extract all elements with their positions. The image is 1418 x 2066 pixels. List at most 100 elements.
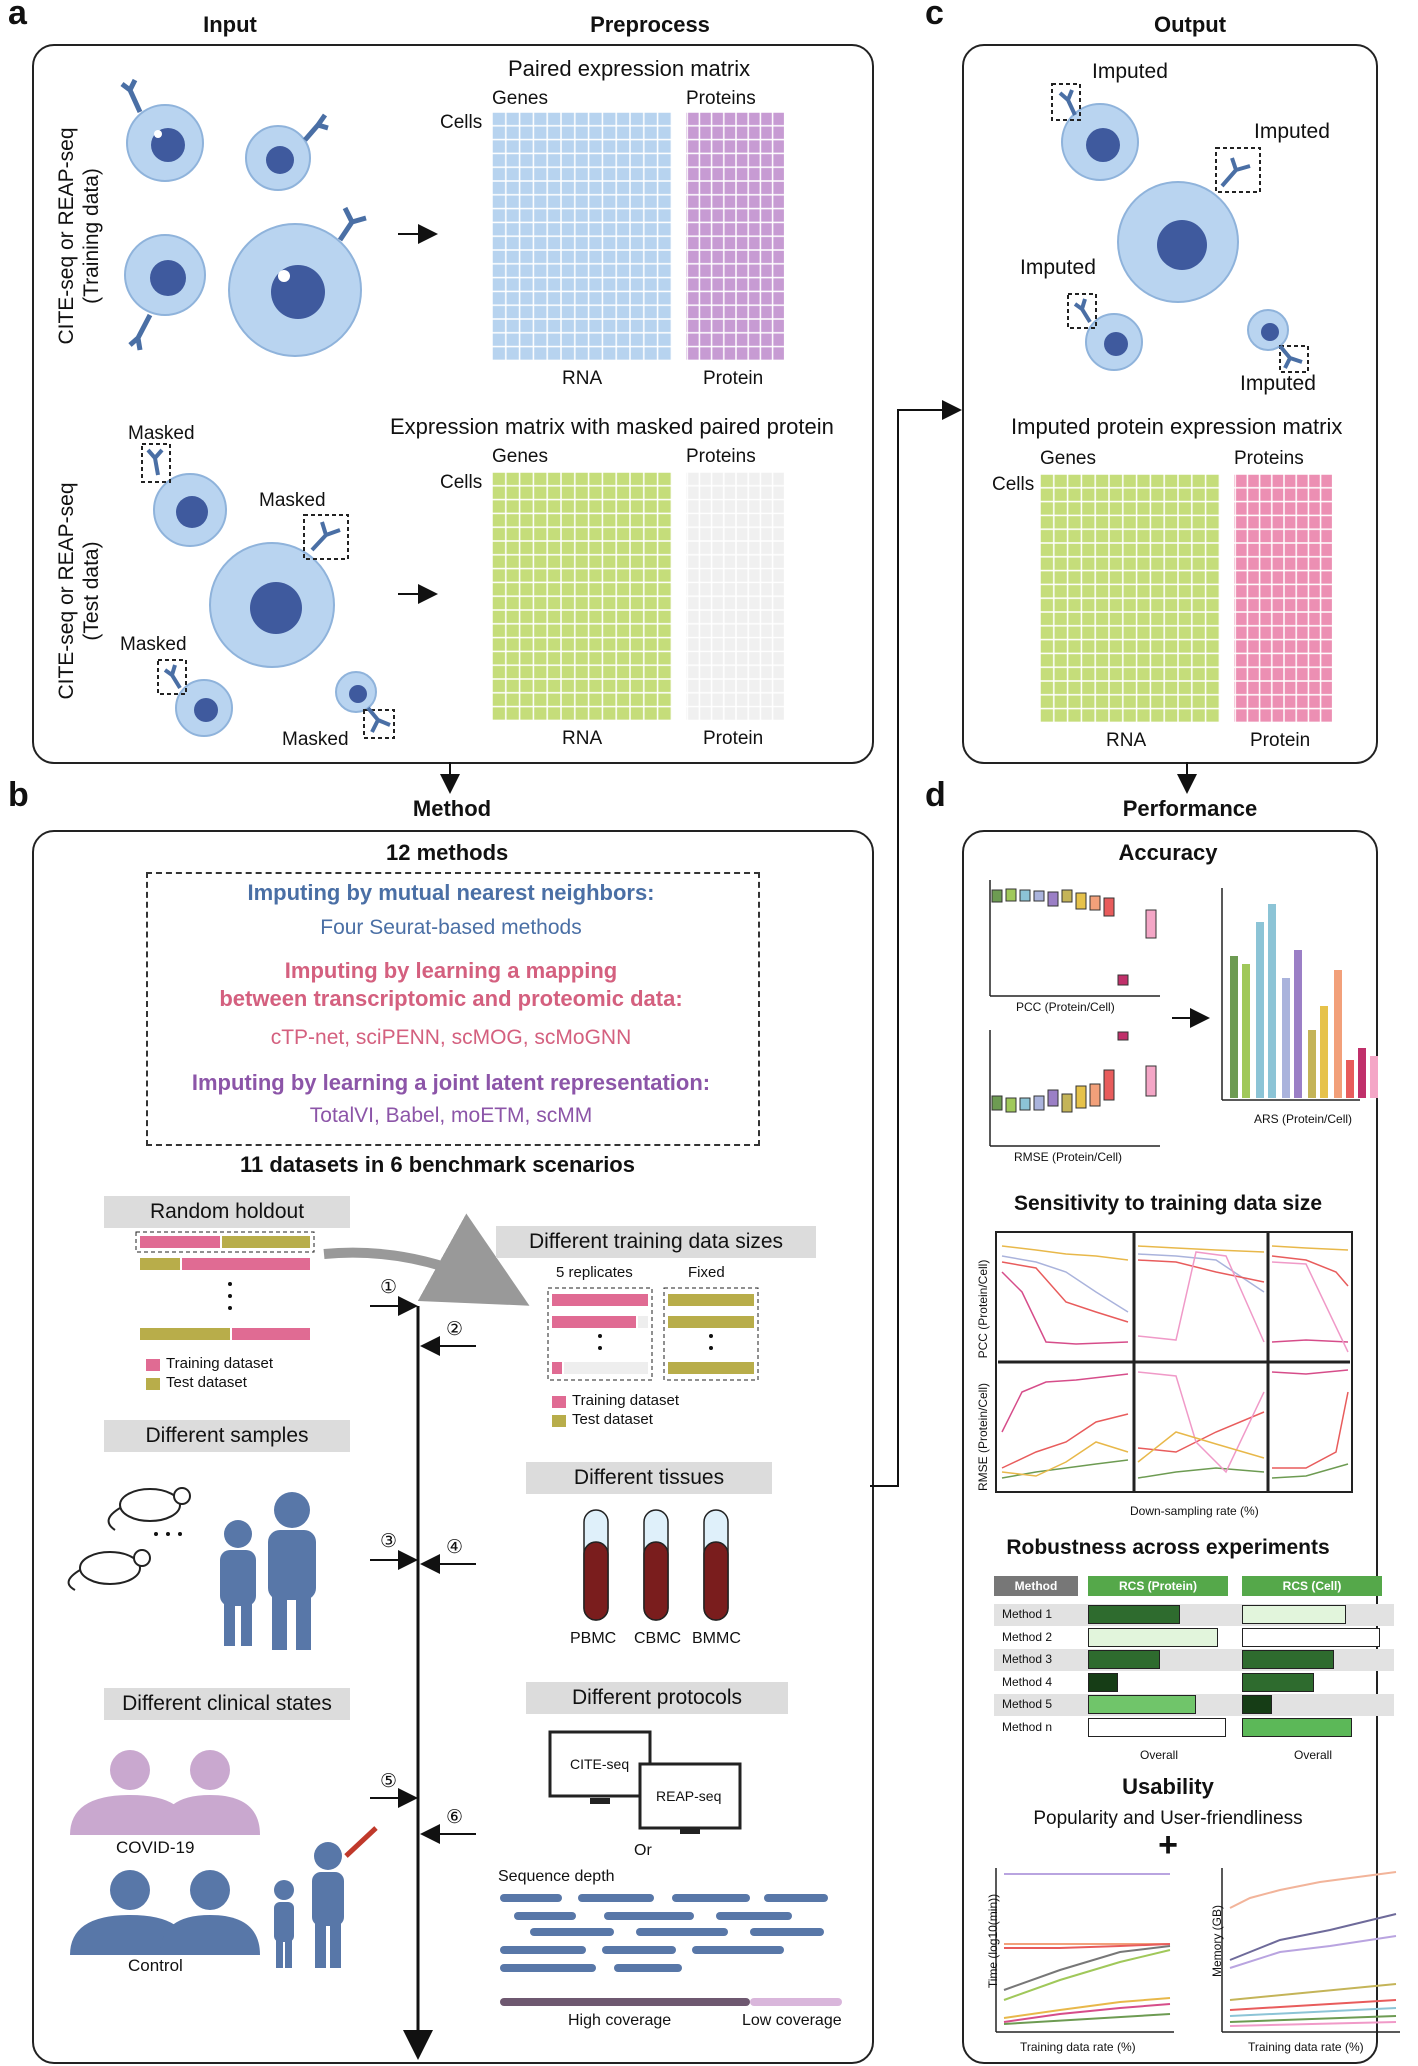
- robustness-method-label: Method 4: [1002, 1674, 1053, 1689]
- covid-label: COVID-19: [116, 1838, 195, 1857]
- legend2-training-label: Training dataset: [572, 1392, 680, 1409]
- method-categories-box: [146, 872, 760, 1146]
- header-preprocess: Preprocess: [590, 12, 710, 37]
- rcs-cell-bar: [1242, 1695, 1272, 1714]
- high-coverage-bar: [500, 1998, 750, 2006]
- rcs-protein-header: RCS (Protein): [1088, 1576, 1228, 1596]
- memory-axis-label: Memory (GB): [1210, 1905, 1224, 1977]
- scenario-different-samples: Different samples: [104, 1420, 350, 1452]
- protein-label-2: Protein: [703, 728, 764, 749]
- legend2-training-swatch: [552, 1396, 566, 1408]
- imputed-label-1: Imputed: [1092, 60, 1168, 83]
- step-4: ④: [446, 1537, 464, 1558]
- low-coverage-label: Low coverage: [742, 2012, 842, 2029]
- control-patients-icon: [70, 1870, 260, 1955]
- scenario-training-sizes: Different training data sizes: [496, 1226, 816, 1258]
- legend2-test-swatch: [552, 1415, 566, 1427]
- masked-label-1: Masked: [128, 423, 195, 444]
- robustness-method-label: Method 3: [1002, 1652, 1053, 1666]
- n-methods-title: 12 methods: [386, 840, 509, 865]
- samples-illustration: [67, 1487, 316, 1650]
- usability-title: Usability: [1122, 1774, 1214, 1799]
- panel-letter-c: c: [925, 0, 944, 32]
- rcs-cell-bar: [1242, 1627, 1380, 1647]
- cells-label-3: Cells: [992, 474, 1035, 495]
- rcs-cell-bar: [1242, 1650, 1334, 1669]
- rna-label: RNA: [562, 368, 603, 389]
- legend2-test-label: Test dataset: [572, 1411, 653, 1428]
- header-method: Method: [412, 796, 492, 821]
- clinical-illustration: [70, 1750, 378, 1968]
- or-label: Or: [634, 1842, 652, 1859]
- bmmc-label: BMMC: [692, 1630, 741, 1647]
- protein-label: Protein: [703, 368, 764, 389]
- cells-label-2: Cells: [440, 472, 483, 493]
- paired-matrix-grid: [492, 112, 784, 360]
- rcs-protein-bar: [1088, 1717, 1226, 1737]
- datasets-title: 11 datasets in 6 benchmark scenarios: [240, 1152, 635, 1177]
- category2-title-line2: between transcriptomic and proteomic dat…: [219, 986, 683, 1011]
- category2-title-line1: Imputing by learning a mapping: [284, 958, 618, 983]
- step-1: ①: [380, 1277, 398, 1298]
- random-holdout-bars: [135, 1231, 315, 1340]
- sensitivity-grid-plot: [995, 1231, 1353, 1493]
- category3-title: Imputing by learning a joint latent repr…: [191, 1070, 711, 1095]
- rna-label-2: RNA: [562, 728, 603, 749]
- sensitivity-title: Sensitivity to training data size: [1013, 1192, 1323, 1215]
- masked-label-2: Masked: [259, 490, 326, 511]
- rcs-cell-bar: [1242, 1605, 1346, 1624]
- step-2: ②: [446, 1319, 464, 1340]
- proteins-label: Proteins: [686, 88, 756, 109]
- masked-label-4: Masked: [282, 729, 349, 750]
- monitor-icon-2: [638, 1762, 742, 1830]
- time-axis-label: Time (log10(min)): [986, 1893, 1000, 1989]
- ars-axis-label: ARS (Protein/Cell): [1254, 1112, 1353, 1126]
- reads-illustration: [500, 1894, 842, 2006]
- imputed-cells-illustration: [1051, 83, 1309, 373]
- robustness-method-label: Method n: [1002, 1719, 1053, 1734]
- tubes-illustration: [583, 1509, 729, 1621]
- step-5: ⑤: [380, 1771, 398, 1792]
- mouse-icon: [67, 1487, 191, 1591]
- training-rate-label-2: Training data rate (%): [1248, 2040, 1364, 2054]
- header-performance: Performance: [1122, 796, 1258, 821]
- paired-matrix-title: Paired expression matrix: [508, 56, 751, 81]
- rcs-cell-bar: [1242, 1672, 1314, 1692]
- masked-label-3: Masked: [120, 634, 187, 655]
- proteins-label-3: Proteins: [1234, 448, 1304, 469]
- rcs-protein-bar: [1088, 1650, 1160, 1669]
- cite-seq-label: CITE-seq: [570, 1756, 630, 1772]
- replicates-label: 5 replicates: [556, 1264, 633, 1281]
- category1-title: Imputing by mutual nearest neighbors:: [247, 880, 655, 905]
- imputed-matrix-title: Imputed protein expression matrix: [1011, 414, 1343, 439]
- legend-training-swatch: [146, 1359, 160, 1371]
- pbmc-label: PBMC: [570, 1630, 617, 1647]
- category2-methods: cTP-net, sciPENN, scMOG, scMoGNN: [270, 1026, 632, 1049]
- robustness-method-label: Method 1: [1002, 1607, 1053, 1621]
- scenario-clinical-states: Different clinical states: [104, 1688, 350, 1720]
- genes-label: Genes: [492, 88, 548, 109]
- genes-label-3: Genes: [1040, 448, 1096, 469]
- high-coverage-label: High coverage: [568, 2012, 672, 2029]
- training-rate-label-1: Training data rate (%): [1020, 2040, 1136, 2054]
- overall-label-cell: Overall: [1294, 1748, 1333, 1762]
- rna-matrix-imputed: [1040, 474, 1220, 722]
- header-output: Output: [1153, 12, 1227, 37]
- overall-label-protein: Overall: [1140, 1748, 1179, 1762]
- legend-test-swatch: [146, 1378, 160, 1390]
- panel-letter-b: b: [8, 776, 29, 814]
- robustness-title: Robustness across experiments: [1006, 1536, 1330, 1559]
- masked-matrix-grid: [492, 472, 784, 720]
- legend-training-label: Training dataset: [166, 1355, 274, 1372]
- fixed-label: Fixed: [688, 1264, 725, 1281]
- scenario-different-tissues: Different tissues: [526, 1462, 772, 1494]
- monitors-illustration: [548, 1730, 742, 1834]
- robustness-method-label: Method 2: [1002, 1629, 1053, 1644]
- vaccination-icon: [274, 1842, 344, 1968]
- downsampling-axis-label: Down-sampling rate (%): [1130, 1504, 1259, 1518]
- step-6: ⑥: [446, 1807, 464, 1828]
- robustness-method-label: Method 5: [1002, 1697, 1053, 1711]
- masked-protein-matrix: [686, 472, 784, 720]
- plus-sign: +: [1158, 1826, 1178, 1864]
